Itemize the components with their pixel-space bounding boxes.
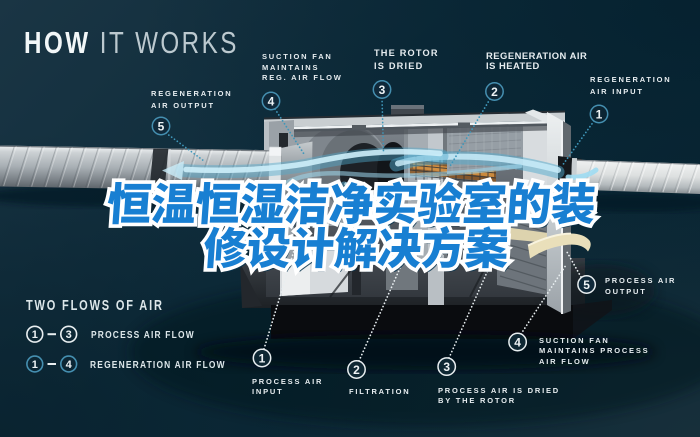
svg-text:4: 4 — [514, 335, 521, 349]
svg-text:2: 2 — [491, 85, 498, 99]
svg-text:4: 4 — [66, 359, 73, 371]
svg-text:1: 1 — [32, 359, 38, 371]
svg-text:5: 5 — [158, 119, 165, 133]
svg-text:3: 3 — [443, 360, 450, 374]
svg-text:3: 3 — [379, 83, 386, 97]
svg-text:5: 5 — [583, 278, 590, 292]
svg-text:3: 3 — [66, 329, 72, 341]
svg-text:2: 2 — [353, 363, 360, 377]
svg-text:1: 1 — [259, 351, 266, 365]
svg-text:1: 1 — [32, 329, 38, 341]
svg-text:1: 1 — [596, 107, 603, 121]
svg-text:4: 4 — [268, 94, 275, 108]
